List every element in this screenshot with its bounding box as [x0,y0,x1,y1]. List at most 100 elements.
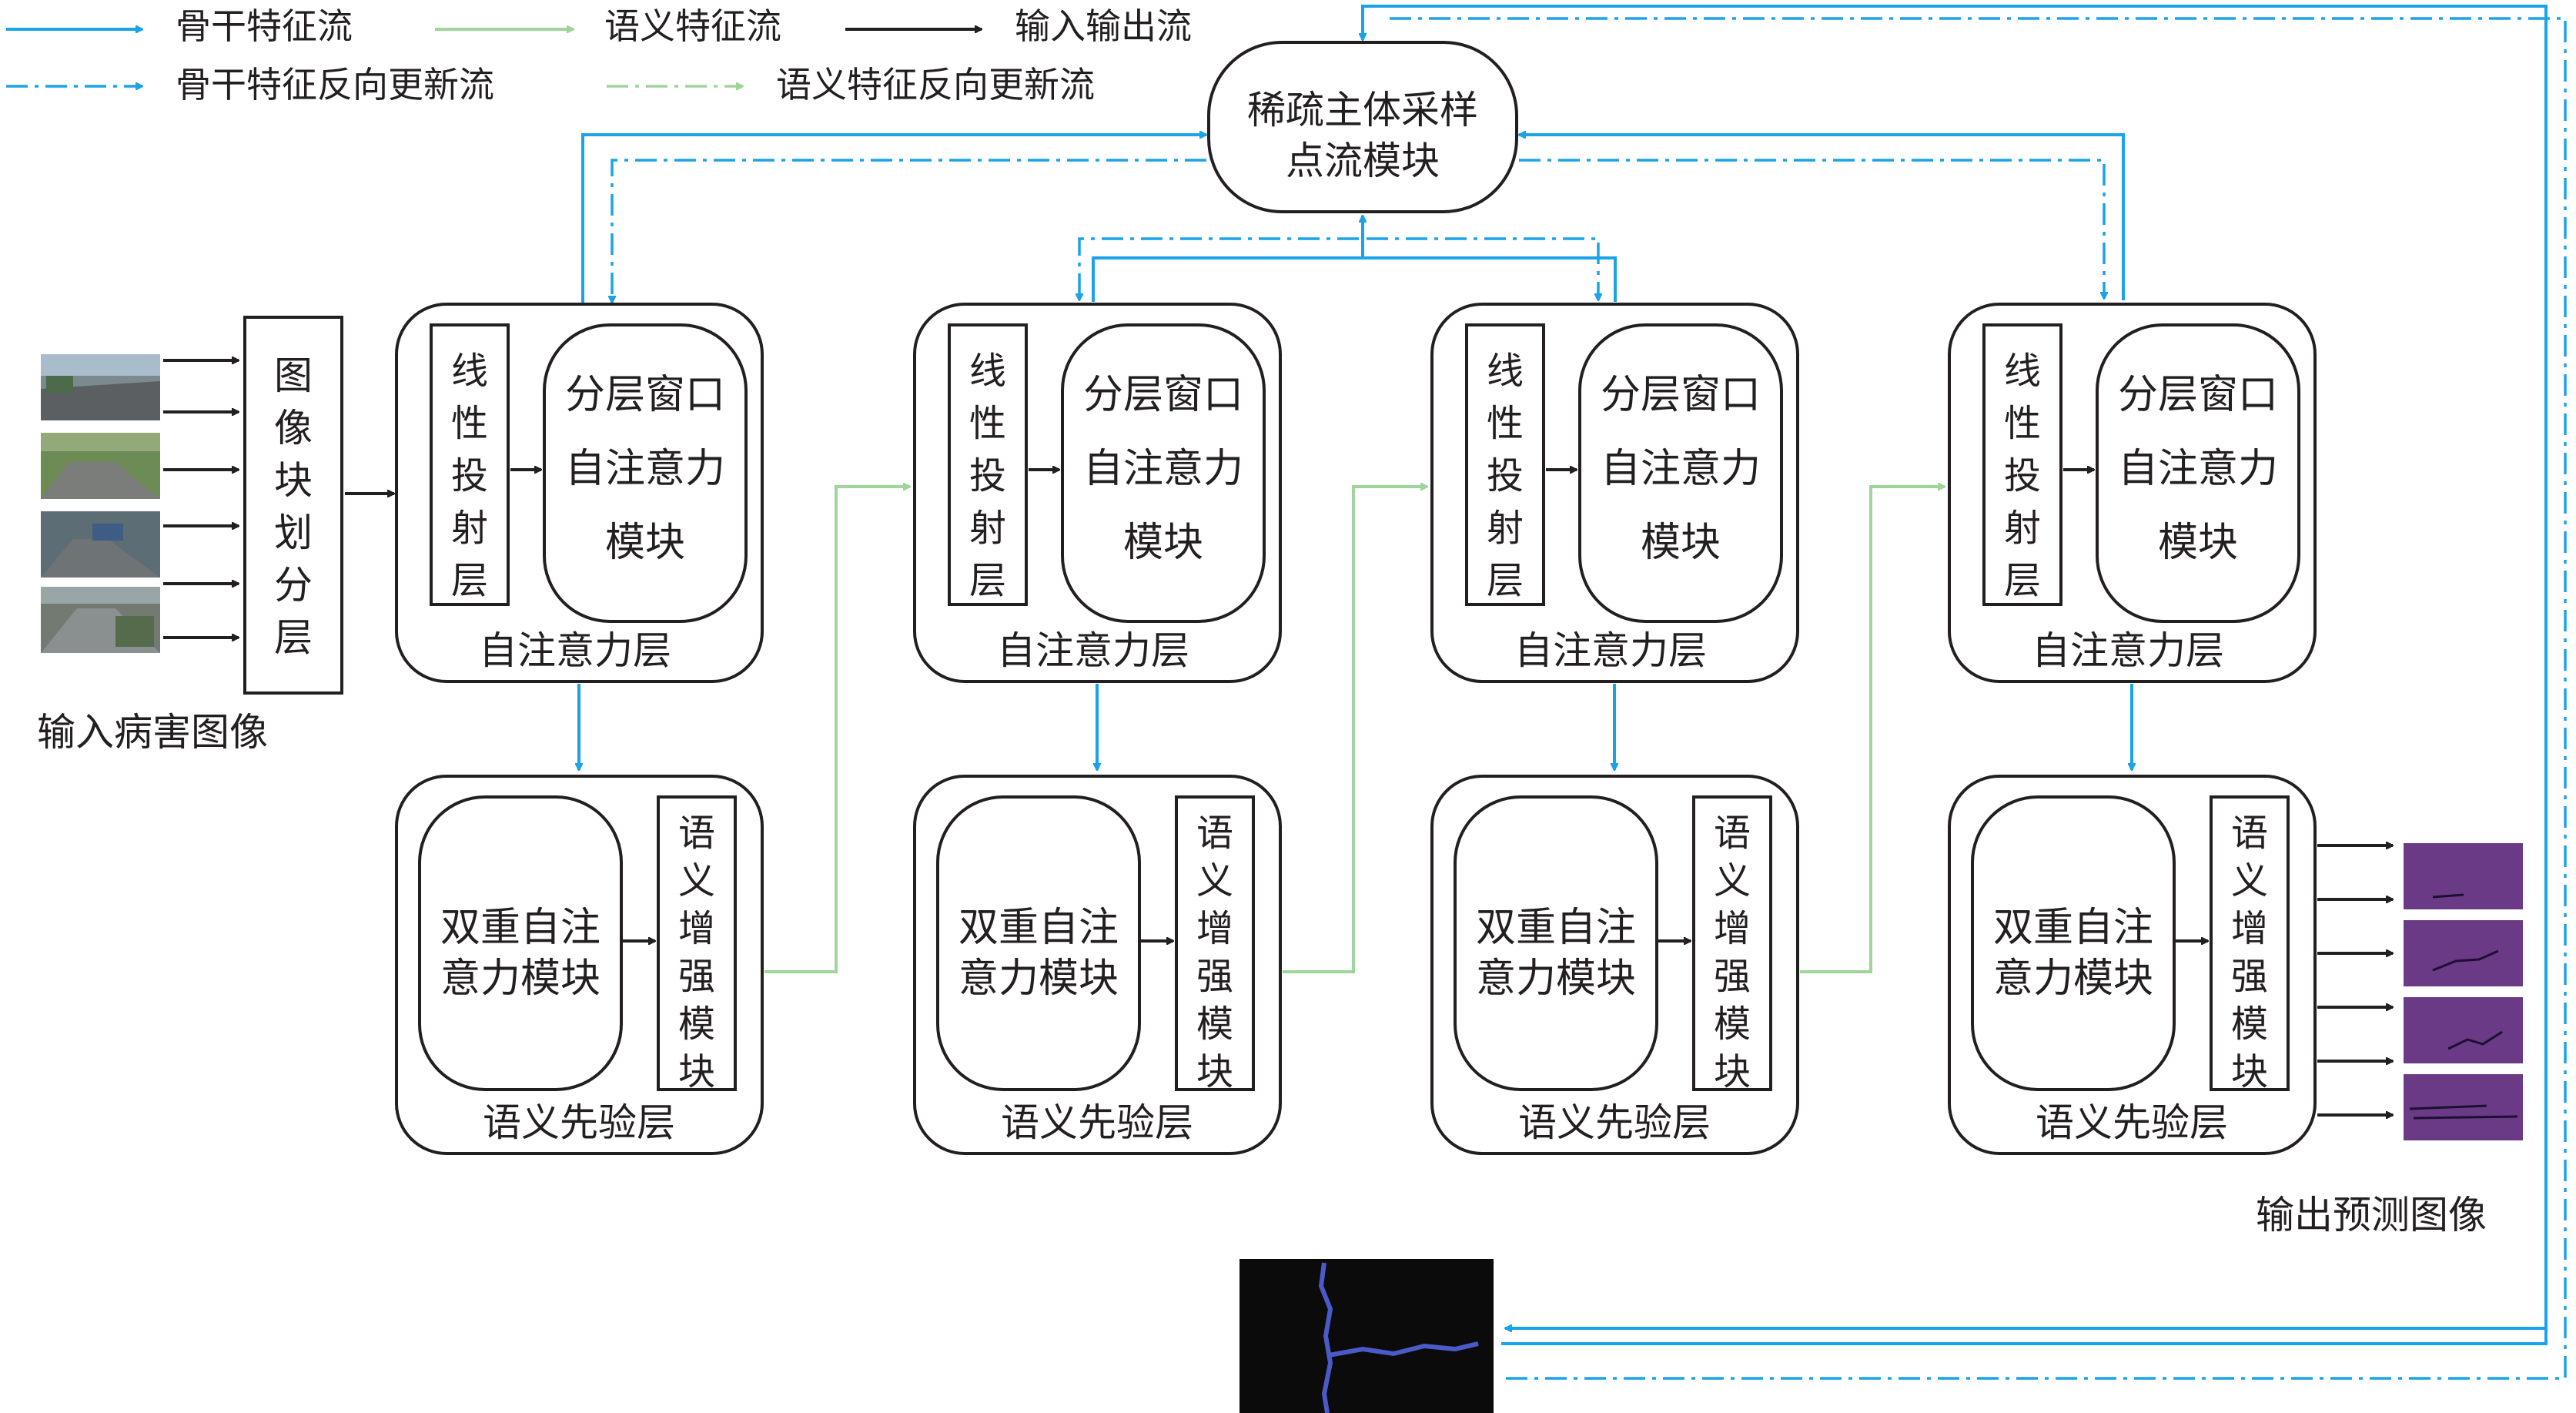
linear-projection-char: 层 [451,559,488,602]
semantic-enhance-char: 义 [678,859,715,902]
linear-projection-box [1465,323,1545,606]
linear-projection-char: 层 [969,559,1006,602]
linear-projection-char: 投 [2004,454,2041,497]
window-attention-line: 自注意力 [2118,446,2278,492]
crack-line [1318,1262,1333,1413]
linear-projection-char: 线 [2004,350,2041,393]
linear-projection-char: 射 [451,507,488,550]
linear-projection-char: 层 [1487,559,1524,602]
window-attention-line: 分层窗口 [1601,372,1761,418]
semantic-enhance-char: 语 [2231,812,2268,855]
mask-reverse-loop [1390,17,2567,1380]
dual-attention-box [418,795,623,1091]
semantic-prior-layer-caption: 语义先验层 [483,1100,675,1145]
semantic-enhance-char: 模 [1196,1003,1233,1046]
window-attention-box [2096,323,2300,623]
legend-semantic-reverse-label: 语义特征反向更新流 [776,64,1095,105]
semantic-enhance-char: 强 [1196,955,1233,998]
semantic-enhance-box [2210,795,2290,1091]
patch-partition-char: 分 [274,563,313,608]
dual-attention-line: 意力模块 [440,956,601,1002]
semantic-enhance-char: 块 [2231,1050,2268,1093]
legend-io-label: 输入输出流 [1015,5,1192,47]
prediction-image [2404,843,2523,909]
window-attention-line: 分层窗口 [1083,372,1243,418]
window-attention-line: 自注意力 [565,446,725,492]
input-images [41,354,160,653]
semantic-flow-to-next-stage [764,487,910,973]
patch-partition-char: 层 [274,615,313,660]
window-attention-line: 自注意力 [1083,446,1243,492]
dual-attention-line: 双重自注 [440,905,601,951]
crack-mask-image [1239,1259,1494,1413]
dual-attention-box [936,795,1141,1091]
semantic-enhance-char: 块 [678,1050,715,1093]
window-attention-box [543,323,748,623]
window-attention-line: 模块 [1641,520,1721,566]
sampling-module: 稀疏主体采样 点流模块 [1207,41,1518,213]
semantic-enhance-char: 义 [1714,859,1751,902]
dual-attention-line: 双重自注 [1476,905,1636,951]
legend: 骨干特征流 语义特征流 输入输出流 骨干特征反向更新流 语义特征反向更新流 [6,5,1192,105]
semantic-prior-layer-caption: 语义先验层 [1001,1100,1193,1145]
semantic-enhance-char: 块 [1196,1050,1233,1093]
window-attention-line: 模块 [1123,520,1203,566]
mask-to-sampling-loop [1363,5,2548,1345]
linear-projection-char: 线 [969,350,1006,393]
sampling-to-block1-reverse-flow [612,159,1206,303]
crack-line [1328,1341,1479,1358]
legend-backbone-label: 骨干特征流 [176,5,353,47]
sampling-module-line-1: 稀疏主体采样 [1247,88,1478,132]
semantic-enhance-char: 语 [678,812,715,855]
semantic-enhance-char: 模 [1714,1003,1751,1046]
sampling-module-line-2: 点流模块 [1286,139,1440,183]
window-attention-line: 自注意力 [1601,446,1761,492]
semantic-enhance-char: 语 [1714,812,1751,855]
linear-projection-box [1982,323,2062,606]
patch-partition-layer: 图 像 块 划 分 层 [243,316,343,695]
semantic-prior-layer-caption: 语义先验层 [2036,1100,2228,1145]
window-attention-box [1061,323,1266,623]
prediction-images [2404,843,2523,1140]
output-caption: 输出预测图像 [2256,1193,2487,1237]
sampling-module-box [1207,41,1518,213]
linear-projection-box [430,323,510,606]
semantic-enhance-char: 模 [2231,1003,2268,1046]
semantic-prior-layer-caption: 语义先验层 [1518,1100,1711,1145]
linear-projection-char: 性 [2004,402,2041,445]
block1-to-sampling-flow [581,135,1206,304]
linear-projection-char: 线 [1487,350,1524,393]
semantic-enhance-box [1175,795,1255,1091]
semantic-enhance-char: 增 [1714,907,1751,950]
block4-to-sampling-flow [1519,135,2125,300]
linear-projection-box [948,323,1028,606]
semantic-enhance-char: 增 [678,907,715,950]
dual-attention-box [1454,795,1658,1091]
semantic-enhance-box [657,795,737,1091]
linear-projection-char: 线 [451,350,488,393]
window-attention-box [1578,323,1783,623]
semantic-enhance-char: 强 [2231,955,2268,998]
dual-attention-line: 双重自注 [958,905,1119,951]
self-attention-layer-caption: 自注意力层 [479,628,671,673]
backbone-top-connections [581,5,2567,1380]
semantic-enhance-char: 义 [2231,859,2268,902]
semantic-enhance-char: 块 [1714,1050,1751,1093]
self-attention-layer-caption: 自注意力层 [2032,628,2224,673]
linear-projection-char: 投 [969,454,1006,497]
self-attention-layer-caption: 自注意力层 [997,628,1189,673]
stage-blocks: 线性投射层分层窗口自注意力模块自注意力层双重自注意力模块语义增强模块语义先验层线… [395,303,2317,1155]
semantic-enhance-char: 模 [678,1003,715,1046]
patch-partition-char: 块 [274,458,313,503]
sampling-to-block3-reverse-flow [1367,237,1598,300]
block2-block3-feed-line [1092,256,1617,302]
input-arrows [163,360,239,638]
linear-projection-char: 性 [1487,402,1524,445]
window-attention-line: 模块 [605,520,685,566]
semantic-flow-to-next-stage [1800,487,1945,973]
legend-semantic-label: 语义特征流 [604,5,781,47]
